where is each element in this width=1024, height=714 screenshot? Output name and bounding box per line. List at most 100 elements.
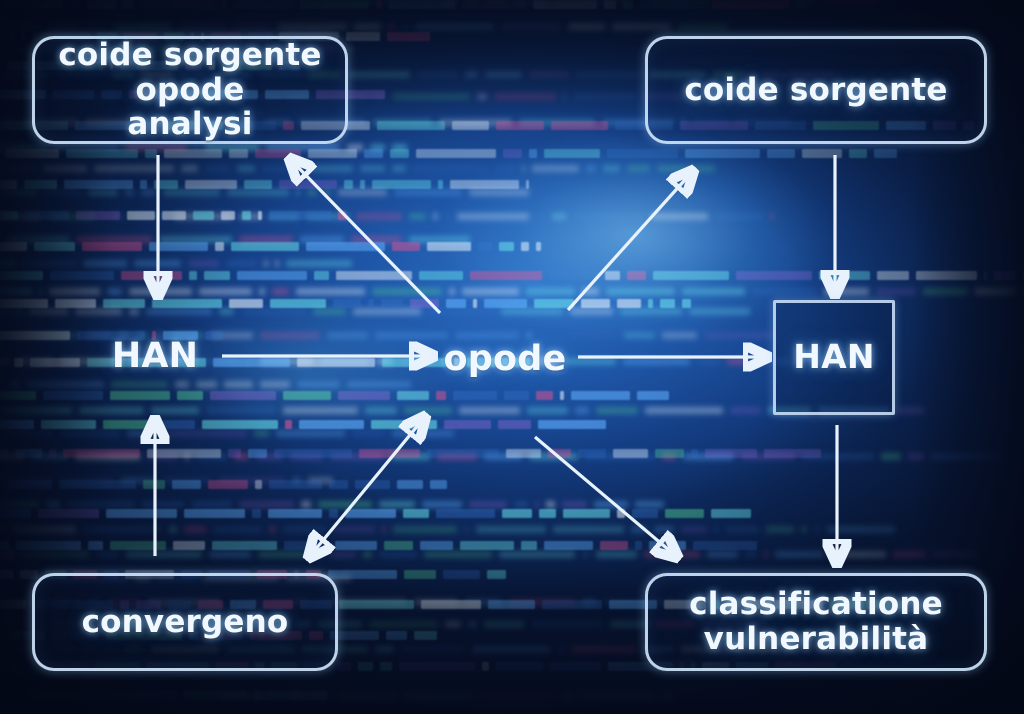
code-token	[0, 271, 43, 281]
code-token	[151, 298, 222, 308]
code-token	[38, 508, 100, 518]
code-token	[230, 241, 299, 251]
code-token	[396, 479, 423, 489]
code-token	[20, 31, 25, 41]
code-token	[343, 180, 353, 190]
node-han-left[interactable]: HAN	[100, 330, 210, 384]
code-token	[429, 479, 447, 489]
code-token	[849, 148, 868, 158]
code-token	[0, 600, 26, 610]
code-token	[243, 180, 272, 190]
code-token	[436, 508, 496, 518]
code-token	[13, 358, 23, 368]
code-token	[381, 358, 447, 368]
code-token	[359, 180, 365, 190]
code-token	[146, 449, 221, 459]
code-token	[0, 180, 17, 190]
node-convergeno[interactable]: convergeno	[32, 573, 338, 671]
code-token	[232, 0, 293, 10]
code-token	[426, 241, 471, 251]
code-token	[549, 661, 601, 671]
code-token	[354, 479, 390, 489]
node-label: HAN	[793, 337, 875, 377]
code-token	[541, 600, 602, 610]
code-token	[607, 148, 679, 158]
code-token	[0, 358, 7, 368]
code-token	[357, 661, 373, 671]
code-token	[604, 271, 620, 281]
code-token	[27, 690, 61, 700]
code-token	[67, 690, 106, 700]
code-token	[358, 449, 420, 459]
code-token	[665, 508, 705, 518]
code-token	[63, 180, 133, 190]
code-token	[102, 298, 145, 308]
code-line	[0, 690, 327, 700]
code-token	[437, 180, 443, 190]
node-coide-sorgente[interactable]: coide sorgente	[645, 36, 987, 144]
code-token	[532, 0, 597, 10]
code-token	[603, 0, 616, 10]
code-token	[711, 508, 752, 518]
code-token	[86, 0, 116, 10]
code-line	[0, 298, 691, 308]
code-token	[539, 508, 557, 518]
code-token	[445, 298, 466, 308]
code-token	[559, 391, 564, 401]
code-token	[247, 449, 267, 459]
code-token	[62, 449, 140, 459]
code-token	[654, 449, 684, 459]
code-token	[145, 148, 158, 158]
code-token	[296, 358, 375, 368]
code-token	[409, 298, 439, 308]
code-token	[580, 298, 610, 308]
code-token	[375, 0, 382, 10]
code-token	[497, 419, 531, 429]
code-token	[148, 241, 208, 251]
node-opode[interactable]: opode	[440, 336, 570, 384]
code-token	[5, 148, 60, 158]
code-token	[0, 570, 14, 580]
code-token	[0, 449, 8, 459]
code-token	[577, 449, 606, 459]
code-token	[449, 180, 519, 190]
code-line	[0, 479, 447, 489]
code-token	[0, 690, 21, 700]
code-token	[481, 661, 489, 671]
code-token	[0, 330, 71, 340]
code-token	[384, 540, 414, 550]
code-token	[0, 661, 16, 671]
code-token	[328, 479, 348, 489]
code-token	[435, 391, 446, 401]
code-token	[617, 508, 626, 518]
code-token	[329, 508, 339, 518]
code-token	[40, 419, 96, 429]
code-token	[337, 391, 390, 401]
code-token	[418, 271, 463, 281]
code-token	[14, 449, 42, 459]
code-token	[443, 570, 481, 580]
code-line	[0, 508, 752, 518]
code-token	[139, 180, 147, 190]
code-token	[2, 0, 63, 10]
code-token	[345, 31, 380, 41]
code-token	[332, 298, 361, 308]
code-token	[221, 0, 226, 10]
code-token	[535, 391, 553, 401]
code-token	[254, 479, 262, 489]
node-han-right[interactable]: HAN	[773, 300, 895, 415]
code-token	[337, 211, 346, 221]
code-token	[600, 540, 629, 550]
code-token	[364, 148, 384, 158]
code-token	[126, 211, 155, 221]
node-label: HAN	[111, 336, 199, 377]
code-token	[268, 479, 322, 489]
code-token	[487, 600, 535, 610]
node-label: coide sorgente	[684, 71, 948, 108]
code-token	[563, 508, 611, 518]
code-token	[626, 271, 646, 281]
